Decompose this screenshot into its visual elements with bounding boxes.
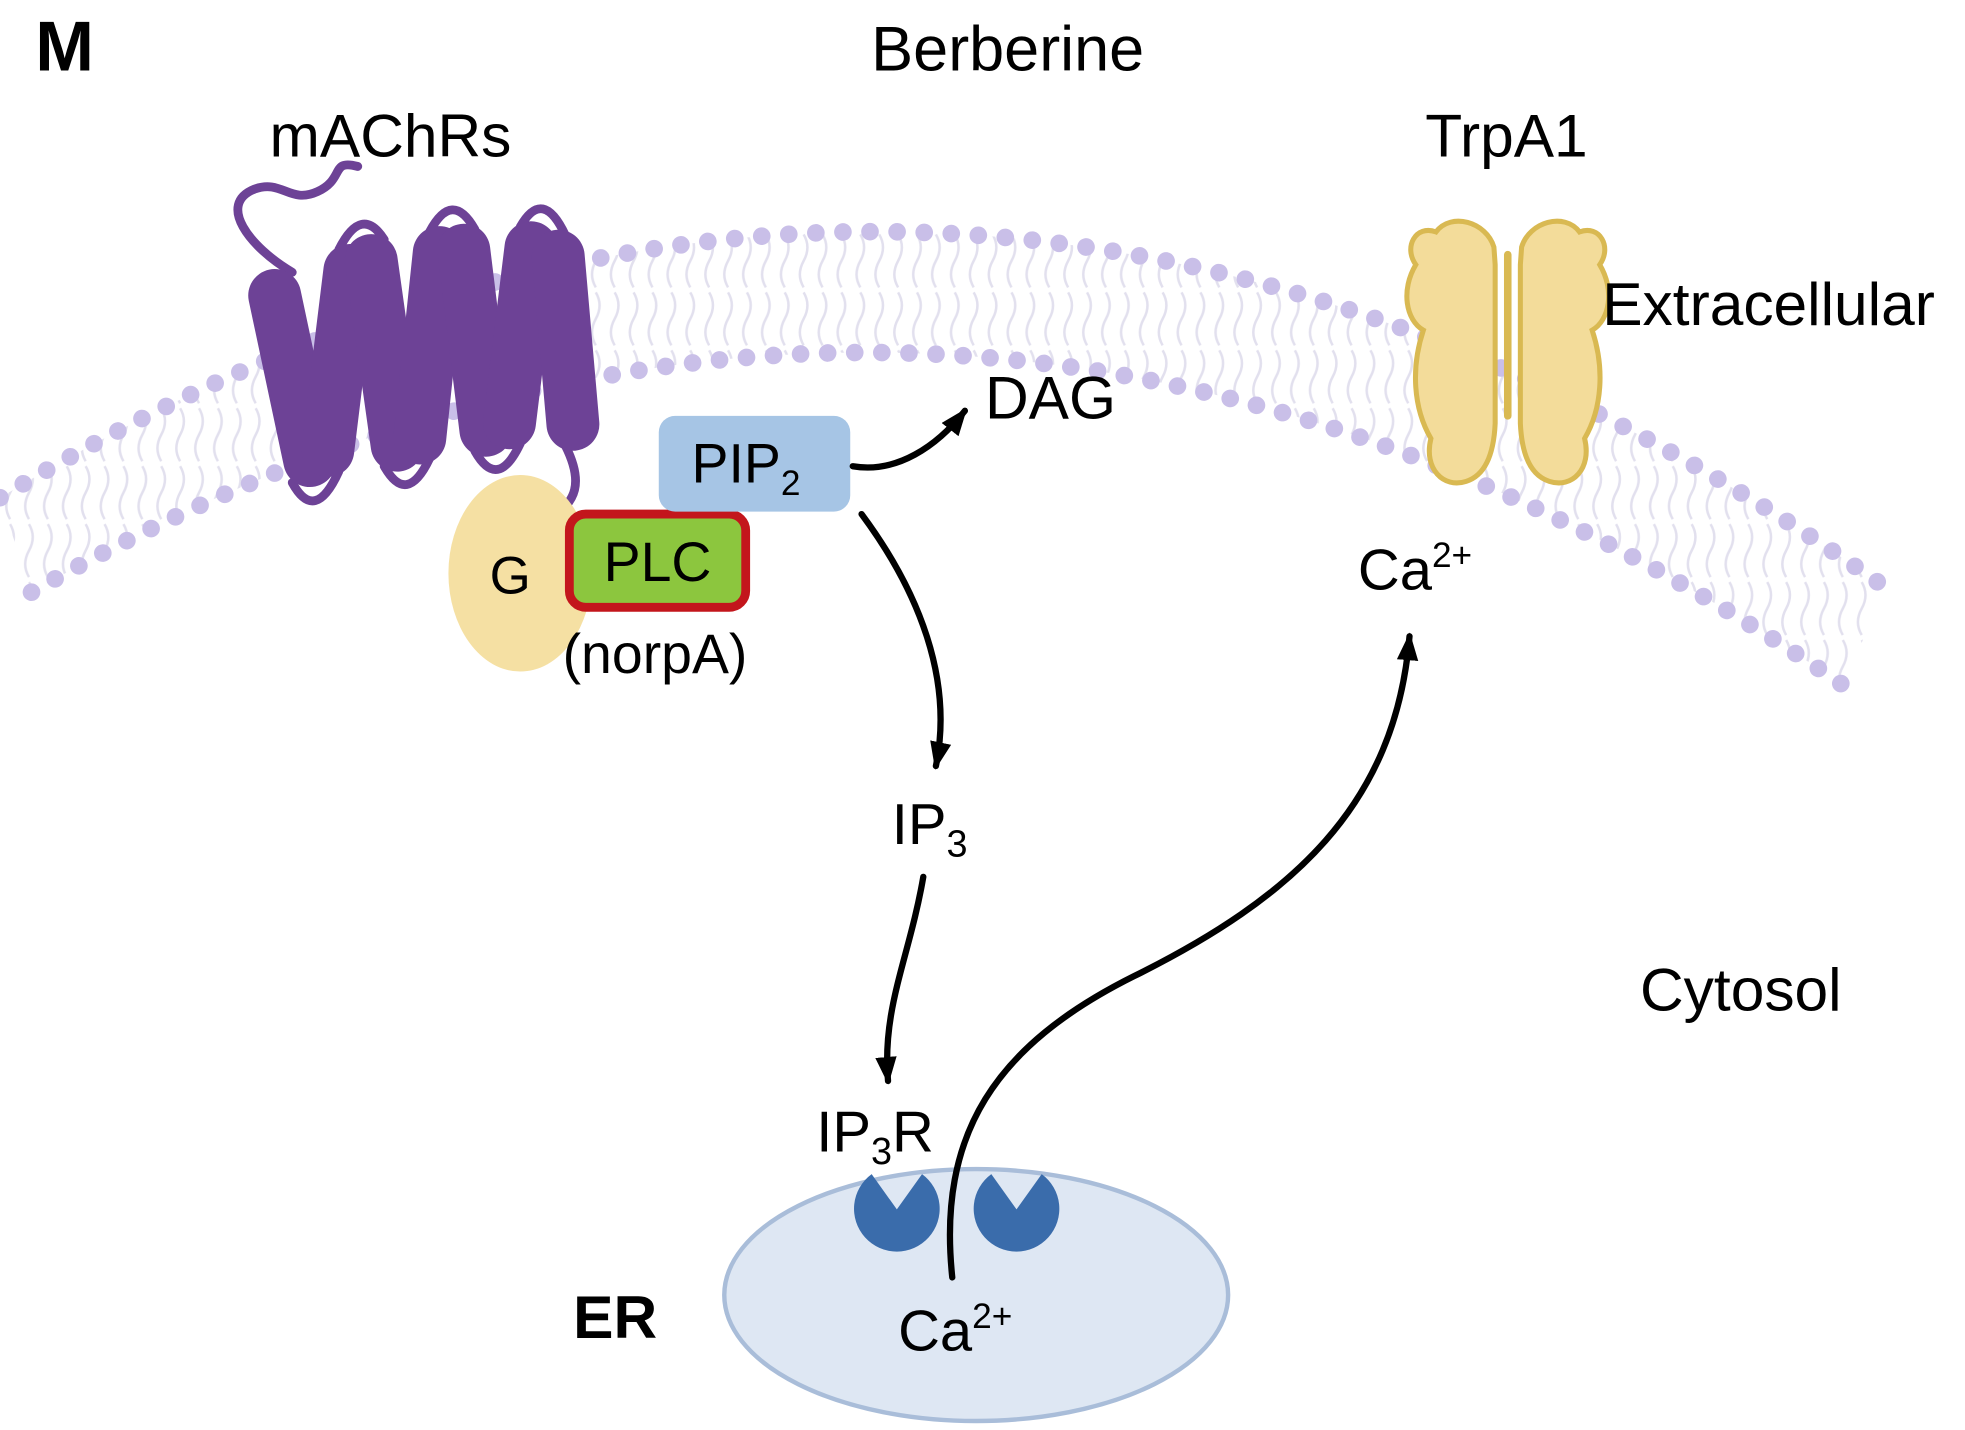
machr-receptor bbox=[233, 160, 600, 522]
pip2-label-sub: 2 bbox=[781, 464, 801, 503]
g-protein-label: G bbox=[490, 546, 531, 605]
pip2-label: PIP2 bbox=[692, 433, 801, 504]
g-protein-ellipse bbox=[448, 475, 593, 672]
ip3r-label: IP3R bbox=[816, 1100, 934, 1173]
cytosol-label: Cytosol bbox=[1640, 955, 1842, 1023]
ip3r-channel-icon bbox=[854, 1174, 940, 1252]
receptor-loop-bottom-1 bbox=[287, 466, 344, 506]
cytosolic-calcium-main: Ca bbox=[1358, 539, 1433, 603]
trpa1-subunit-left bbox=[1404, 218, 1498, 486]
trpa1-subunit-right bbox=[1517, 218, 1612, 486]
ip3-label: IP3 bbox=[892, 793, 968, 866]
receptor-helix bbox=[531, 229, 600, 451]
ip3-to-ip3r-arrow bbox=[875, 873, 927, 1085]
figure-title: Berberine bbox=[871, 15, 1144, 85]
plc-label: PLC bbox=[604, 531, 712, 593]
trpa1-channel bbox=[1404, 218, 1612, 486]
dag-label: DAG bbox=[985, 363, 1116, 431]
norpa-label: (norpA) bbox=[563, 623, 748, 685]
ip3r-label-sub: 3 bbox=[871, 1131, 892, 1173]
er-label: ER bbox=[573, 1283, 657, 1351]
membrane-inner-leaflet bbox=[22, 343, 1855, 696]
trpa1-label: TrpA1 bbox=[1425, 101, 1587, 169]
extracellular-label: Extracellular bbox=[1602, 270, 1935, 338]
cytosolic-calcium-label: Ca2+ bbox=[1358, 536, 1472, 603]
receptor-loop-bottom-2 bbox=[379, 454, 434, 489]
panel-label: M bbox=[35, 7, 94, 86]
pip2-to-ip3-arrow bbox=[858, 510, 952, 770]
cytosolic-calcium-sup: 2+ bbox=[1432, 536, 1472, 575]
plc-box bbox=[564, 509, 751, 612]
receptor-loop-bottom-3 bbox=[470, 439, 525, 474]
ip3-receptor-channels bbox=[854, 1174, 1060, 1252]
pathway-arrows bbox=[849, 407, 1419, 1281]
ip3-label-main: IP bbox=[892, 793, 947, 857]
receptor-loop-top-1 bbox=[334, 219, 389, 254]
pip2-to-dag-arrow bbox=[849, 407, 969, 471]
receptor-n-terminus bbox=[233, 160, 363, 277]
ip3-label-sub: 3 bbox=[947, 824, 968, 866]
er-calcium-main: Ca bbox=[898, 1299, 973, 1363]
receptor-helices bbox=[248, 221, 600, 488]
er-calcium-sup: 2+ bbox=[972, 1297, 1012, 1336]
er-calcium-label: Ca2+ bbox=[898, 1297, 1012, 1364]
machrs-label: mAChRs bbox=[270, 101, 512, 169]
pip2-box bbox=[658, 415, 851, 512]
receptor-loop-top-3 bbox=[515, 204, 570, 241]
receptor-loop-top-2 bbox=[425, 205, 480, 237]
pip2-label-main: PIP bbox=[692, 433, 781, 495]
calcium-release-arrow bbox=[946, 632, 1419, 1281]
endoplasmic-reticulum bbox=[722, 1166, 1231, 1424]
ip3r-label-suffix: R bbox=[892, 1100, 934, 1164]
er-ellipse bbox=[722, 1166, 1231, 1424]
ip3r-channel-icon bbox=[973, 1174, 1060, 1252]
ip3r-label-main: IP bbox=[816, 1100, 871, 1164]
